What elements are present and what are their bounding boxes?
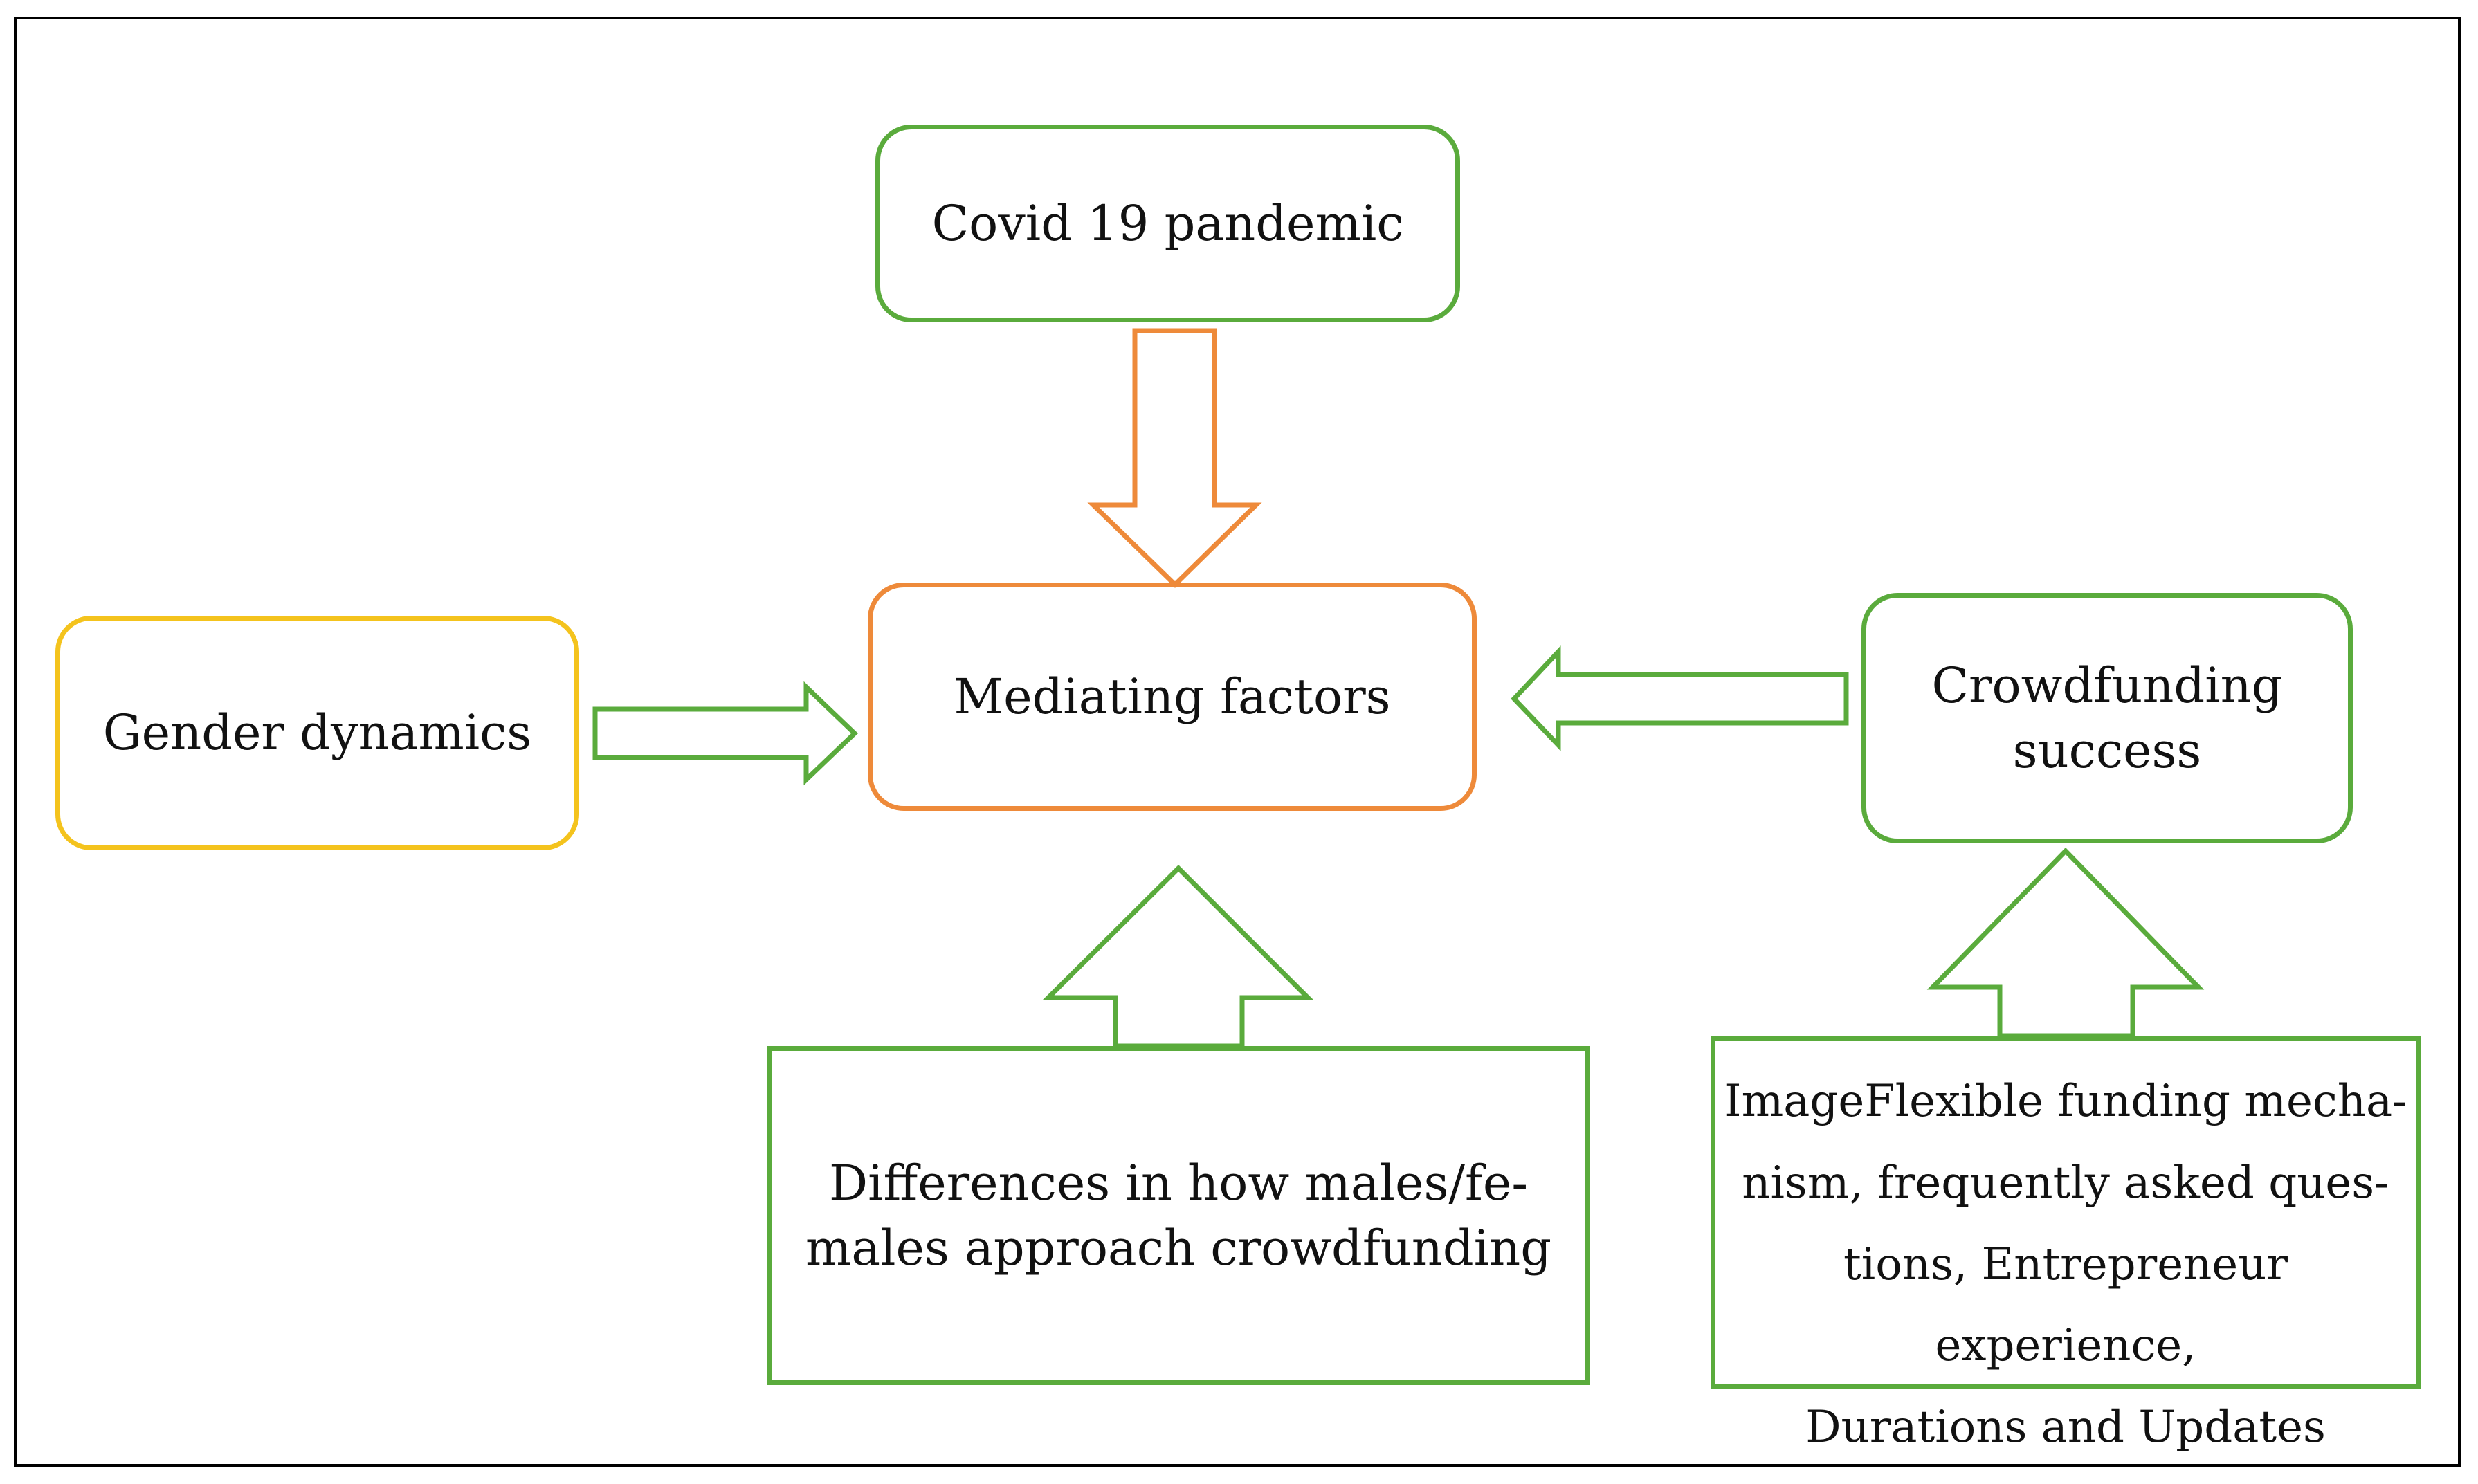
node-gender-differences: Differences in how males/fe- males appro… — [767, 1046, 1590, 1385]
node-success-factors-line4: Durations and Updates — [1805, 1402, 2326, 1453]
arrow-image-to-crowdfunding — [1926, 847, 2205, 1038]
arrow-crowdfunding-to-mediating — [1511, 645, 1849, 751]
node-success-factors-line1: ImageFlexible funding mecha- — [1724, 1076, 2407, 1127]
arrow-differences-to-mediating — [1042, 865, 1314, 1049]
arrow-gender-to-mediating — [592, 681, 859, 786]
node-differences-line2: males approach crowdfunding — [805, 1220, 1552, 1276]
node-crowdfunding-label-line2: success — [2012, 722, 2202, 779]
node-differences-line1: Differences in how males/fe- — [829, 1154, 1528, 1211]
node-success-factors-line2: nism, frequently asked ques- — [1742, 1157, 2389, 1209]
node-success-factors-line3: tions, Entrepreneur experience, — [1843, 1238, 2288, 1372]
node-mediating-factors: Mediating factors — [868, 583, 1477, 811]
node-differences-text: Differences in how males/fe- males appro… — [805, 1151, 1551, 1281]
node-crowdfunding-label-line1: Crowdfunding — [1931, 657, 2283, 714]
node-success-factors-text: ImageFlexible funding mecha- nism, frequ… — [1715, 1061, 2416, 1469]
node-gender-label: Gender dynamics — [102, 704, 532, 762]
node-gender-dynamics: Gender dynamics — [55, 616, 579, 850]
node-covid-pandemic: Covid 19 pandemic — [875, 125, 1460, 322]
diagram-frame — [14, 17, 2461, 1467]
node-mediating-label: Mediating factors — [954, 668, 1391, 725]
node-crowdfunding-success: Crowdfunding success — [1861, 593, 2353, 843]
arrow-covid-to-mediating — [1087, 328, 1262, 588]
node-covid-label: Covid 19 pandemic — [931, 194, 1404, 252]
node-success-factors: ImageFlexible funding mecha- nism, frequ… — [1711, 1036, 2421, 1453]
